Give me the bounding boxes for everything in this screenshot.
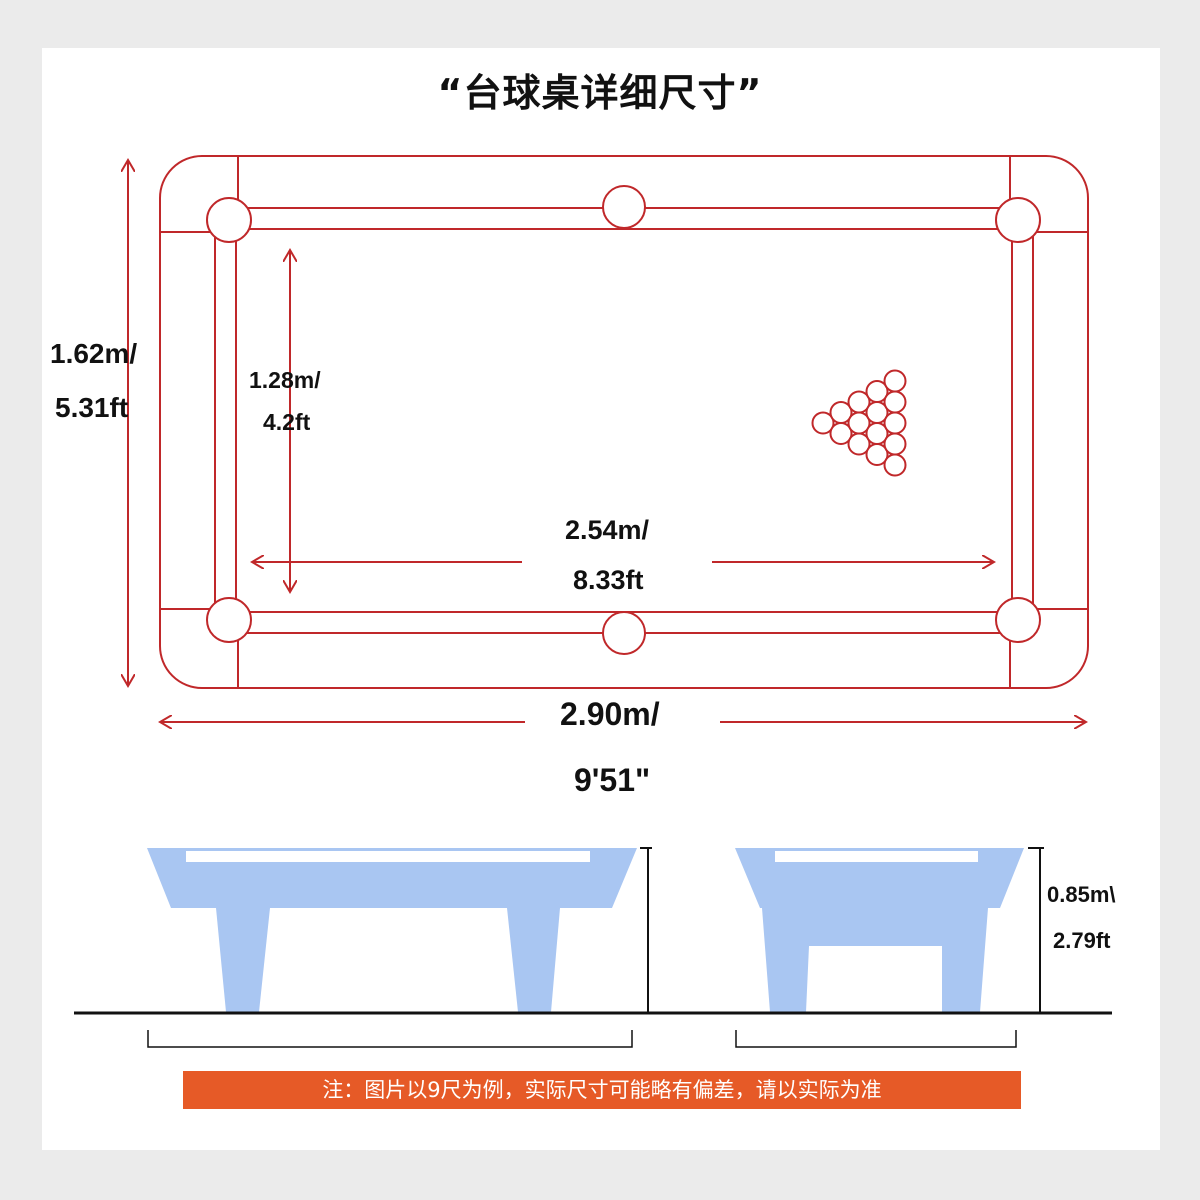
pocket-top-middle [602, 185, 646, 229]
pocket-bottom-right [995, 597, 1041, 643]
rack-ball [883, 453, 907, 477]
bracket-long [147, 1030, 633, 1048]
play-height-imperial-label: 4.2ft [263, 409, 311, 435]
rack-ball [883, 432, 907, 456]
pocket-bottom-left [206, 597, 252, 643]
table-height-metric-label: 0.85m\ [1047, 882, 1116, 907]
outer-width-metric-label: 2.90m/ [560, 696, 660, 732]
rack-ball [847, 432, 871, 456]
pocket-top-right [995, 197, 1041, 243]
side-long-body [147, 848, 637, 908]
play-width-metric-label: 2.54m/ [565, 515, 650, 545]
rack-ball [865, 443, 889, 466]
pocket-top-left [206, 197, 252, 243]
pocket-bottom-middle [602, 611, 646, 655]
table-outer-frame [159, 155, 1089, 689]
page-title: “台球桌详细尺寸” [437, 71, 763, 115]
rack-ball [829, 422, 853, 445]
rack-ball [883, 390, 907, 414]
rack-ball [811, 411, 835, 435]
ball-rack [811, 369, 907, 477]
play-width-imperial-label: 8.33ft [573, 565, 644, 595]
rack-ball [883, 369, 907, 393]
bracket-short [735, 1030, 1017, 1048]
play-height-metric-label: 1.28m/ [249, 367, 321, 393]
disclaimer-note: 注：图片以9尺为例，实际尺寸可能略有偏差，请以实际为准 [183, 1071, 1021, 1109]
table-side-view-long [147, 848, 637, 1012]
side-short-body [735, 848, 1024, 908]
rack-ball [883, 411, 907, 435]
side-short-apron [762, 908, 988, 1012]
table-side-view-short [735, 848, 1024, 1012]
side-long-leg-left [216, 908, 270, 1012]
outer-height-metric-label: 1.62m/ [50, 338, 138, 369]
outer-width-imperial-label: 9'51" [574, 762, 651, 798]
side-long-leg-right [507, 908, 560, 1012]
table-height-imperial-label: 2.79ft [1053, 928, 1111, 953]
outer-height-imperial-label: 5.31ft [55, 392, 129, 423]
pockets [206, 185, 1041, 655]
